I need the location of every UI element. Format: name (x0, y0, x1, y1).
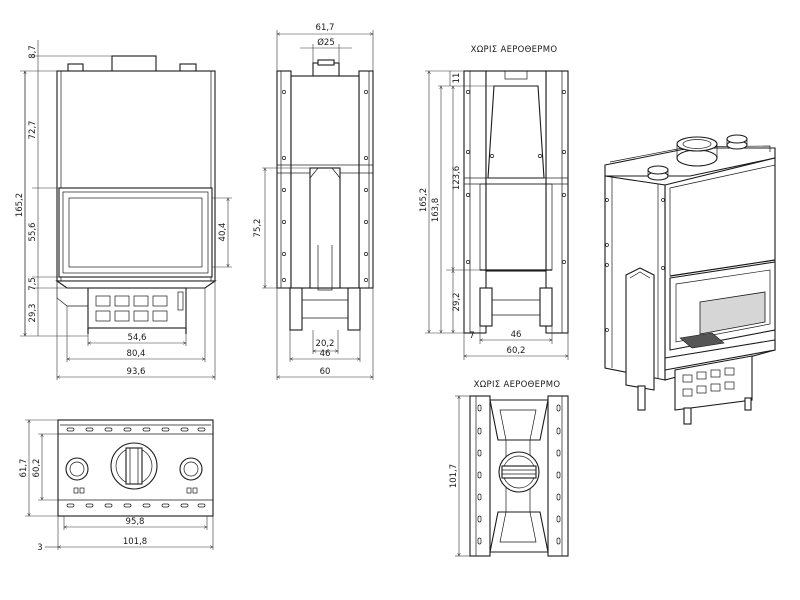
nh-upper-duct (487, 85, 545, 179)
front-view: 8,7 72,7 165,2 55,6 7,5 29,3 40,4 54,6 8… (15, 40, 232, 380)
tnh-left-rail (469, 395, 491, 557)
nh-foot-right (539, 287, 553, 327)
nh-dim-upper: 123,6 (452, 166, 462, 190)
iso-grate (679, 332, 725, 349)
front-base-vents (95, 295, 168, 322)
front-ash-lip (55, 280, 217, 289)
side-dim-height: 75,2 (253, 219, 263, 238)
iso-flue-center-inner (682, 139, 712, 149)
caption-no-heater-top: ΧΩΡΙΣ ΑΕΡΟΘΕΡΜΟ (471, 45, 558, 55)
front-glass-outer (62, 191, 209, 274)
side-rivets-right (364, 90, 368, 282)
front-glass (68, 197, 203, 268)
front-base-box (87, 287, 187, 329)
front-dim-lower: 7,5 (28, 277, 38, 291)
top-dim-offset: 3 (37, 543, 42, 553)
iso-glass (675, 269, 771, 343)
nh-dims (425, 71, 568, 360)
front-dim-mid-width: 80,4 (127, 349, 146, 359)
top-view-no-heater: ΧΩΡΙΣ ΑΕΡΟΘΕΡΜΟ 101,7 (449, 380, 569, 557)
nh-dim-mid: 46 (511, 330, 522, 340)
tnh-upper-body (489, 399, 549, 441)
front-dim-inner-width: 54,6 (128, 333, 147, 343)
side-rivets-left (282, 90, 286, 282)
tnh-dim-length: 101,7 (449, 464, 459, 488)
tnh-lower-body (489, 511, 549, 553)
nh-dim-total-width: 60,2 (507, 346, 526, 356)
side-foot-right (347, 287, 361, 331)
front-dim-top-offset: 8,7 (28, 45, 38, 59)
side-dim-base-inner: 20,2 (316, 339, 335, 349)
tnh-right-rail (547, 395, 569, 557)
iso-firebox-back (699, 291, 766, 335)
flue-collar-center (111, 55, 157, 73)
tnh-dims (455, 396, 470, 556)
side-foot-left (289, 287, 303, 331)
iso-foot-right (683, 407, 692, 425)
tnh-slots-right (556, 404, 561, 545)
front-door-frame (58, 187, 213, 278)
front-dim-glass: 55,6 (28, 223, 38, 242)
side-dim-base-total: 60 (320, 367, 331, 377)
top-flue-left (65, 457, 89, 481)
iso-ash-lip (664, 339, 776, 371)
top-flue-right (179, 457, 203, 481)
front-dim-left (20, 40, 112, 336)
nh-flue-stub (504, 70, 528, 80)
side-convection-duct (309, 167, 341, 289)
tnh-slots-left (477, 404, 482, 545)
front-dim-total-height: 165,2 (15, 193, 25, 217)
side-duct-lower-channel (317, 245, 333, 291)
nh-rivets (466, 90, 566, 264)
front-dim-total-width: 93,6 (127, 367, 146, 377)
side-dims (262, 30, 373, 380)
nh-dim-offset: 7 (469, 331, 474, 341)
nh-foot-left (479, 287, 493, 327)
iso-rivets (605, 198, 665, 332)
top-dim-inner-width: 95,8 (126, 517, 145, 527)
top-dim-total-width: 101,8 (123, 537, 147, 547)
iso-foot-left (637, 385, 646, 411)
iso-flue-center (676, 149, 718, 167)
iso-base-vents (682, 367, 735, 397)
side-dim-flue: Ø25 (317, 37, 335, 48)
nh-dim-total: 165,2 (419, 188, 429, 212)
top-flue-damper (125, 447, 143, 485)
nh-dim-top-small: 11 (452, 73, 462, 84)
side-flue-cap (317, 59, 335, 66)
nh-dim-inner: 163,8 (431, 198, 441, 222)
iso-side-duct (625, 267, 655, 391)
caption-no-heater-bottom: ΧΩΡΙΣ ΑΕΡΟΘΕΡΜΟ (474, 380, 561, 390)
front-dim-bottom (57, 281, 215, 380)
front-dim-upper: 72,7 (28, 121, 38, 140)
top-dims (25, 420, 213, 550)
front-dim-right (212, 198, 232, 267)
front-base-bracket (177, 291, 184, 311)
side-dim-depth: 61,7 (316, 23, 335, 33)
iso-foot-back (744, 397, 752, 411)
front-dim-glass-height: 40,4 (218, 223, 228, 242)
top-slots (66, 427, 206, 508)
side-dim-base-mid: 46 (320, 349, 331, 359)
isometric-view (604, 134, 776, 425)
top-dim-depth: 61,7 (19, 459, 29, 478)
top-view: 61,7 60,2 3 95,8 101,8 (19, 420, 213, 553)
side-view-no-heater: ΧΩΡΙΣ ΑΕΡΟΘΕΡΜΟ (419, 45, 568, 360)
nh-dim-base: 29,2 (452, 293, 462, 312)
side-view: 61,7 Ø25 75,2 20,2 46 60 (253, 23, 373, 380)
iso-base (674, 355, 753, 411)
tnh-flue-damper (501, 465, 537, 479)
front-dim-base: 29,3 (28, 304, 38, 323)
top-dim-inner-depth: 60,2 (32, 459, 42, 478)
